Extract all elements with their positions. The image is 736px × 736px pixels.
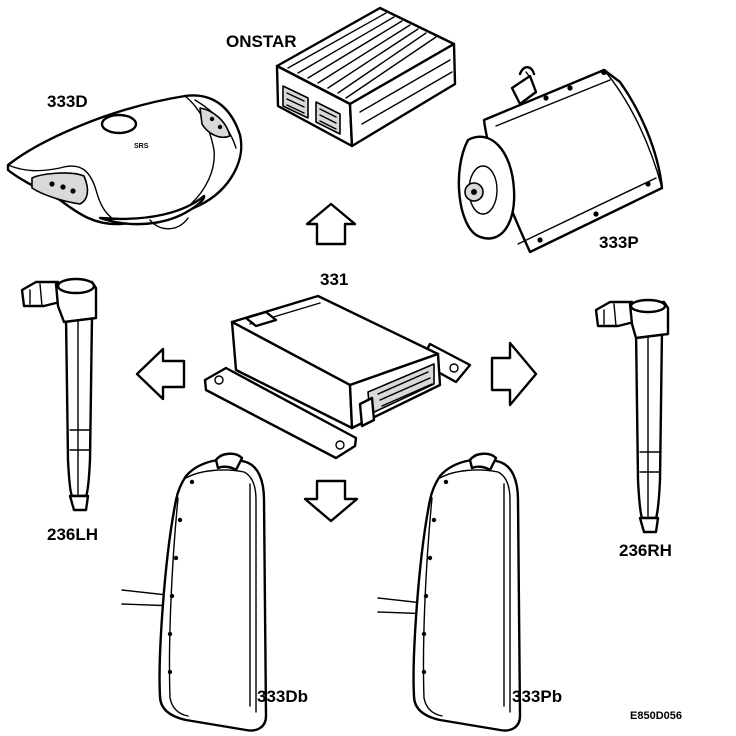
driver-airbag-label: 333D: [47, 92, 88, 111]
driver-side-airbag-label: 333Db: [257, 687, 308, 706]
pretensioner-left: [20, 277, 98, 512]
arrow-up-icon: [305, 202, 357, 246]
driver-side-airbag: [121, 452, 268, 732]
passenger-airbag-label: 333P: [599, 233, 639, 252]
pretensioner-right: [594, 298, 670, 534]
srs-badge: SRS: [134, 143, 149, 150]
figure-code: E850D056: [630, 710, 682, 722]
airbag-control-module: [203, 294, 472, 460]
pretensioner-right-label: 236RH: [619, 541, 672, 560]
control-module-label: 331: [320, 270, 348, 289]
pretensioner-left-label: 236LH: [47, 525, 98, 544]
passenger-side-airbag: [377, 452, 522, 732]
arrow-down-icon: [303, 479, 359, 523]
onstar-label: ONSTAR: [226, 32, 297, 51]
passenger-airbag-module: [457, 66, 664, 254]
arrow-left-icon: [135, 347, 186, 401]
driver-airbag-module: SRS: [6, 94, 243, 230]
onstar-module: [275, 6, 457, 148]
passenger-side-airbag-label: 333Pb: [512, 687, 562, 706]
arrow-right-icon: [490, 341, 538, 407]
